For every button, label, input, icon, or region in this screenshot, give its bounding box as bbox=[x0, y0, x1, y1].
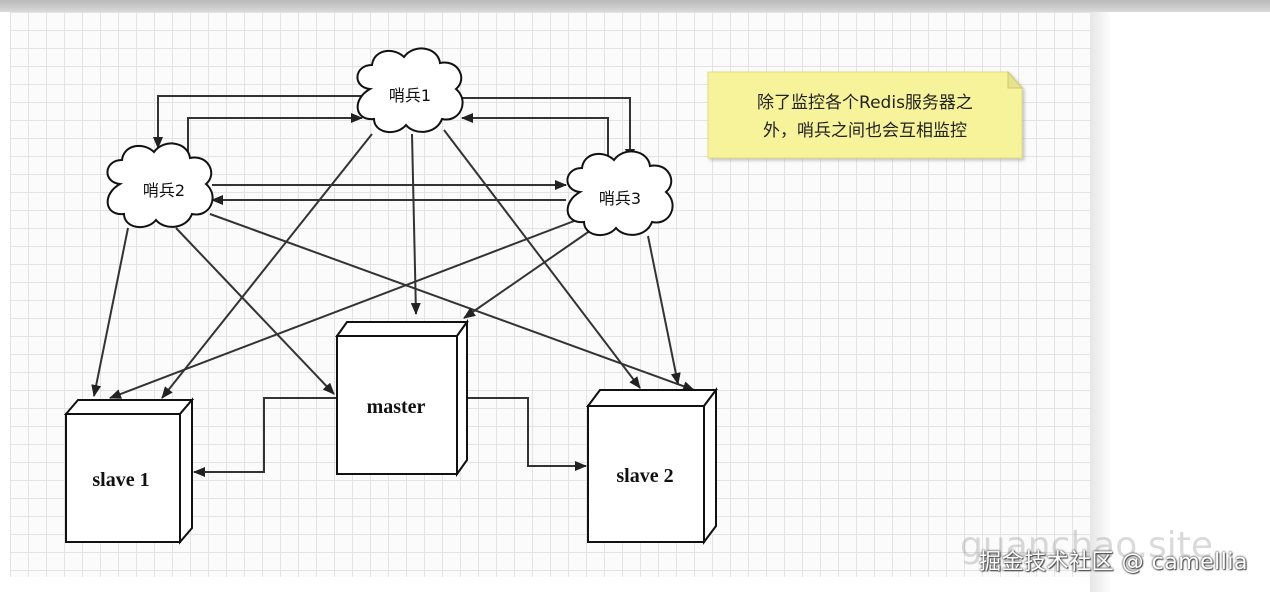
note-body bbox=[707, 71, 1023, 159]
sentinel-1-label: 哨兵1 bbox=[389, 86, 431, 105]
side-shadow bbox=[1090, 12, 1112, 592]
edge-s3-to-master bbox=[463, 227, 595, 319]
watermark: 掘金技术社区 @ camellia bbox=[979, 550, 1248, 575]
slave2-label: slave 2 bbox=[616, 465, 673, 487]
sentinel-3-cloud: 哨兵3 bbox=[566, 150, 674, 237]
edge-s3-to-slave1 bbox=[109, 217, 583, 399]
edge-s1-to-master bbox=[410, 133, 421, 315]
edge-master-to-slave2 bbox=[468, 397, 587, 471]
edge-s1-to-s3 bbox=[458, 97, 635, 161]
sentinel-2-label: 哨兵2 bbox=[143, 181, 185, 200]
edge-s1-to-slave2 bbox=[443, 129, 641, 389]
edge-s2-to-s1 bbox=[187, 113, 363, 155]
top-bar bbox=[0, 0, 1270, 12]
slave1-box: slave 1 bbox=[63, 397, 195, 545]
sentinel-1-cloud: 哨兵1 bbox=[356, 47, 464, 134]
connector-lines bbox=[91, 95, 695, 477]
master-box: master bbox=[335, 318, 469, 478]
background-mark: guanchao.site bbox=[960, 525, 1214, 566]
slave2-box: slave 2 bbox=[586, 387, 718, 545]
edge-s3-to-s1 bbox=[461, 113, 609, 162]
edge-master-to-slave1 bbox=[193, 397, 336, 477]
edge-s2-to-slave2 bbox=[209, 213, 695, 391]
edge-s3-to-slave2 bbox=[647, 235, 681, 385]
note-fold bbox=[1007, 70, 1024, 89]
sentinel-3-label: 哨兵3 bbox=[599, 189, 641, 208]
edge-s1-to-slave1 bbox=[161, 133, 373, 399]
edge-s1-to-s2 bbox=[153, 95, 362, 149]
slave1-label: slave 1 bbox=[92, 469, 149, 491]
note-line-1: 除了监控各个Redis服务器之 bbox=[757, 93, 973, 113]
edge-s2-to-slave1 bbox=[91, 227, 129, 397]
note-line-2: 外，哨兵之间也会互相监控 bbox=[763, 121, 967, 141]
master-label: master bbox=[367, 396, 426, 418]
sentinel-2-cloud: 哨兵2 bbox=[106, 142, 214, 229]
note-card: 除了监控各个Redis服务器之 外，哨兵之间也会互相监控 bbox=[707, 70, 1024, 159]
edge-s2-to-master bbox=[175, 227, 335, 395]
